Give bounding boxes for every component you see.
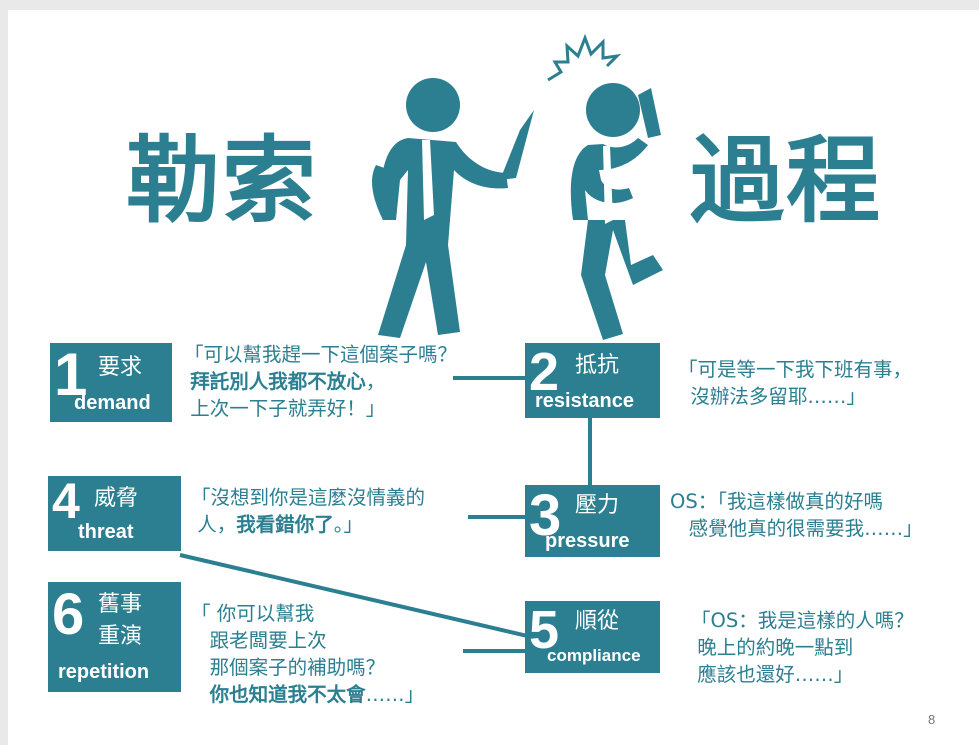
connector-2-3 <box>588 418 592 490</box>
step-number: 4 <box>52 476 80 529</box>
page-number: 8 <box>928 712 936 727</box>
step-box-pressure: 3 壓力 pressure <box>525 485 660 557</box>
title-right: 過程 <box>690 127 883 236</box>
attacker-figure-icon <box>372 78 534 338</box>
step-label-zh: 壓力 <box>575 493 620 518</box>
step-box-resistance: 2 抵抗 resistance <box>525 343 660 418</box>
step-label-zh: 重演 <box>98 624 143 649</box>
quote-threat: 「沒想到你是這麼沒情義的 人，我看錯你了。」 <box>191 486 426 536</box>
quote-pressure: OS：「我這樣做真的好嗎 感覺他真的很需要我……」 <box>670 490 923 540</box>
step-label-zh: 抵抗 <box>575 353 620 378</box>
knife-icon <box>500 110 534 180</box>
step-label-zh: 威脅 <box>94 486 139 511</box>
step-label-en: resistance <box>535 390 634 412</box>
shock-burst-icon <box>547 33 622 82</box>
step-box-repetition: 6 舊事 重演 repetition <box>48 582 181 692</box>
victim-figure-icon <box>570 83 663 340</box>
step-label-zh: 舊事 <box>98 592 143 617</box>
step-label-en: threat <box>78 521 134 543</box>
step-label-en: demand <box>74 392 151 414</box>
step-label-en: repetition <box>58 661 150 683</box>
step-label-en: pressure <box>545 530 630 552</box>
slide: 勒索 過程 1 要求 demand 「可以幫我趕一下這個案子嗎？ <box>8 10 979 745</box>
step-label-en: compliance <box>547 646 641 665</box>
quote-repetition: 「 你可以幫我 跟老闆要上次 那個案子的補助嗎？ 你也知道我不太會……」 <box>191 602 425 706</box>
connector-4-5 <box>179 553 537 640</box>
connector-1-2 <box>453 376 538 380</box>
quote-demand: 「可以幫我趕一下這個案子嗎？ 拜託別人我都不放心， 上次一下子就弄好！」 <box>184 343 458 420</box>
step-number: 3 <box>529 485 562 548</box>
step-number: 2 <box>529 343 560 402</box>
quote-compliance: 「OS：我是這樣的人嗎？ 晚上的約晚一點到 應該也還好……」 <box>691 609 914 686</box>
step-label-zh: 順從 <box>575 609 620 634</box>
step-number: 5 <box>529 601 560 660</box>
step-label-zh: 要求 <box>98 355 143 380</box>
connector-3-4 <box>468 515 548 519</box>
step-box-threat: 4 威脅 threat <box>48 476 181 551</box>
title-left: 勒索 <box>126 127 319 236</box>
step-box-compliance: 5 順從 compliance <box>525 601 660 673</box>
quote-resistance: 「可是等一下我下班有事， 沒辦法多留耶……」 <box>678 358 913 408</box>
connector-5-6 <box>463 649 533 653</box>
step-number: 6 <box>52 582 85 647</box>
step-box-demand: 1 要求 demand <box>50 343 172 422</box>
step-number: 1 <box>54 343 88 408</box>
